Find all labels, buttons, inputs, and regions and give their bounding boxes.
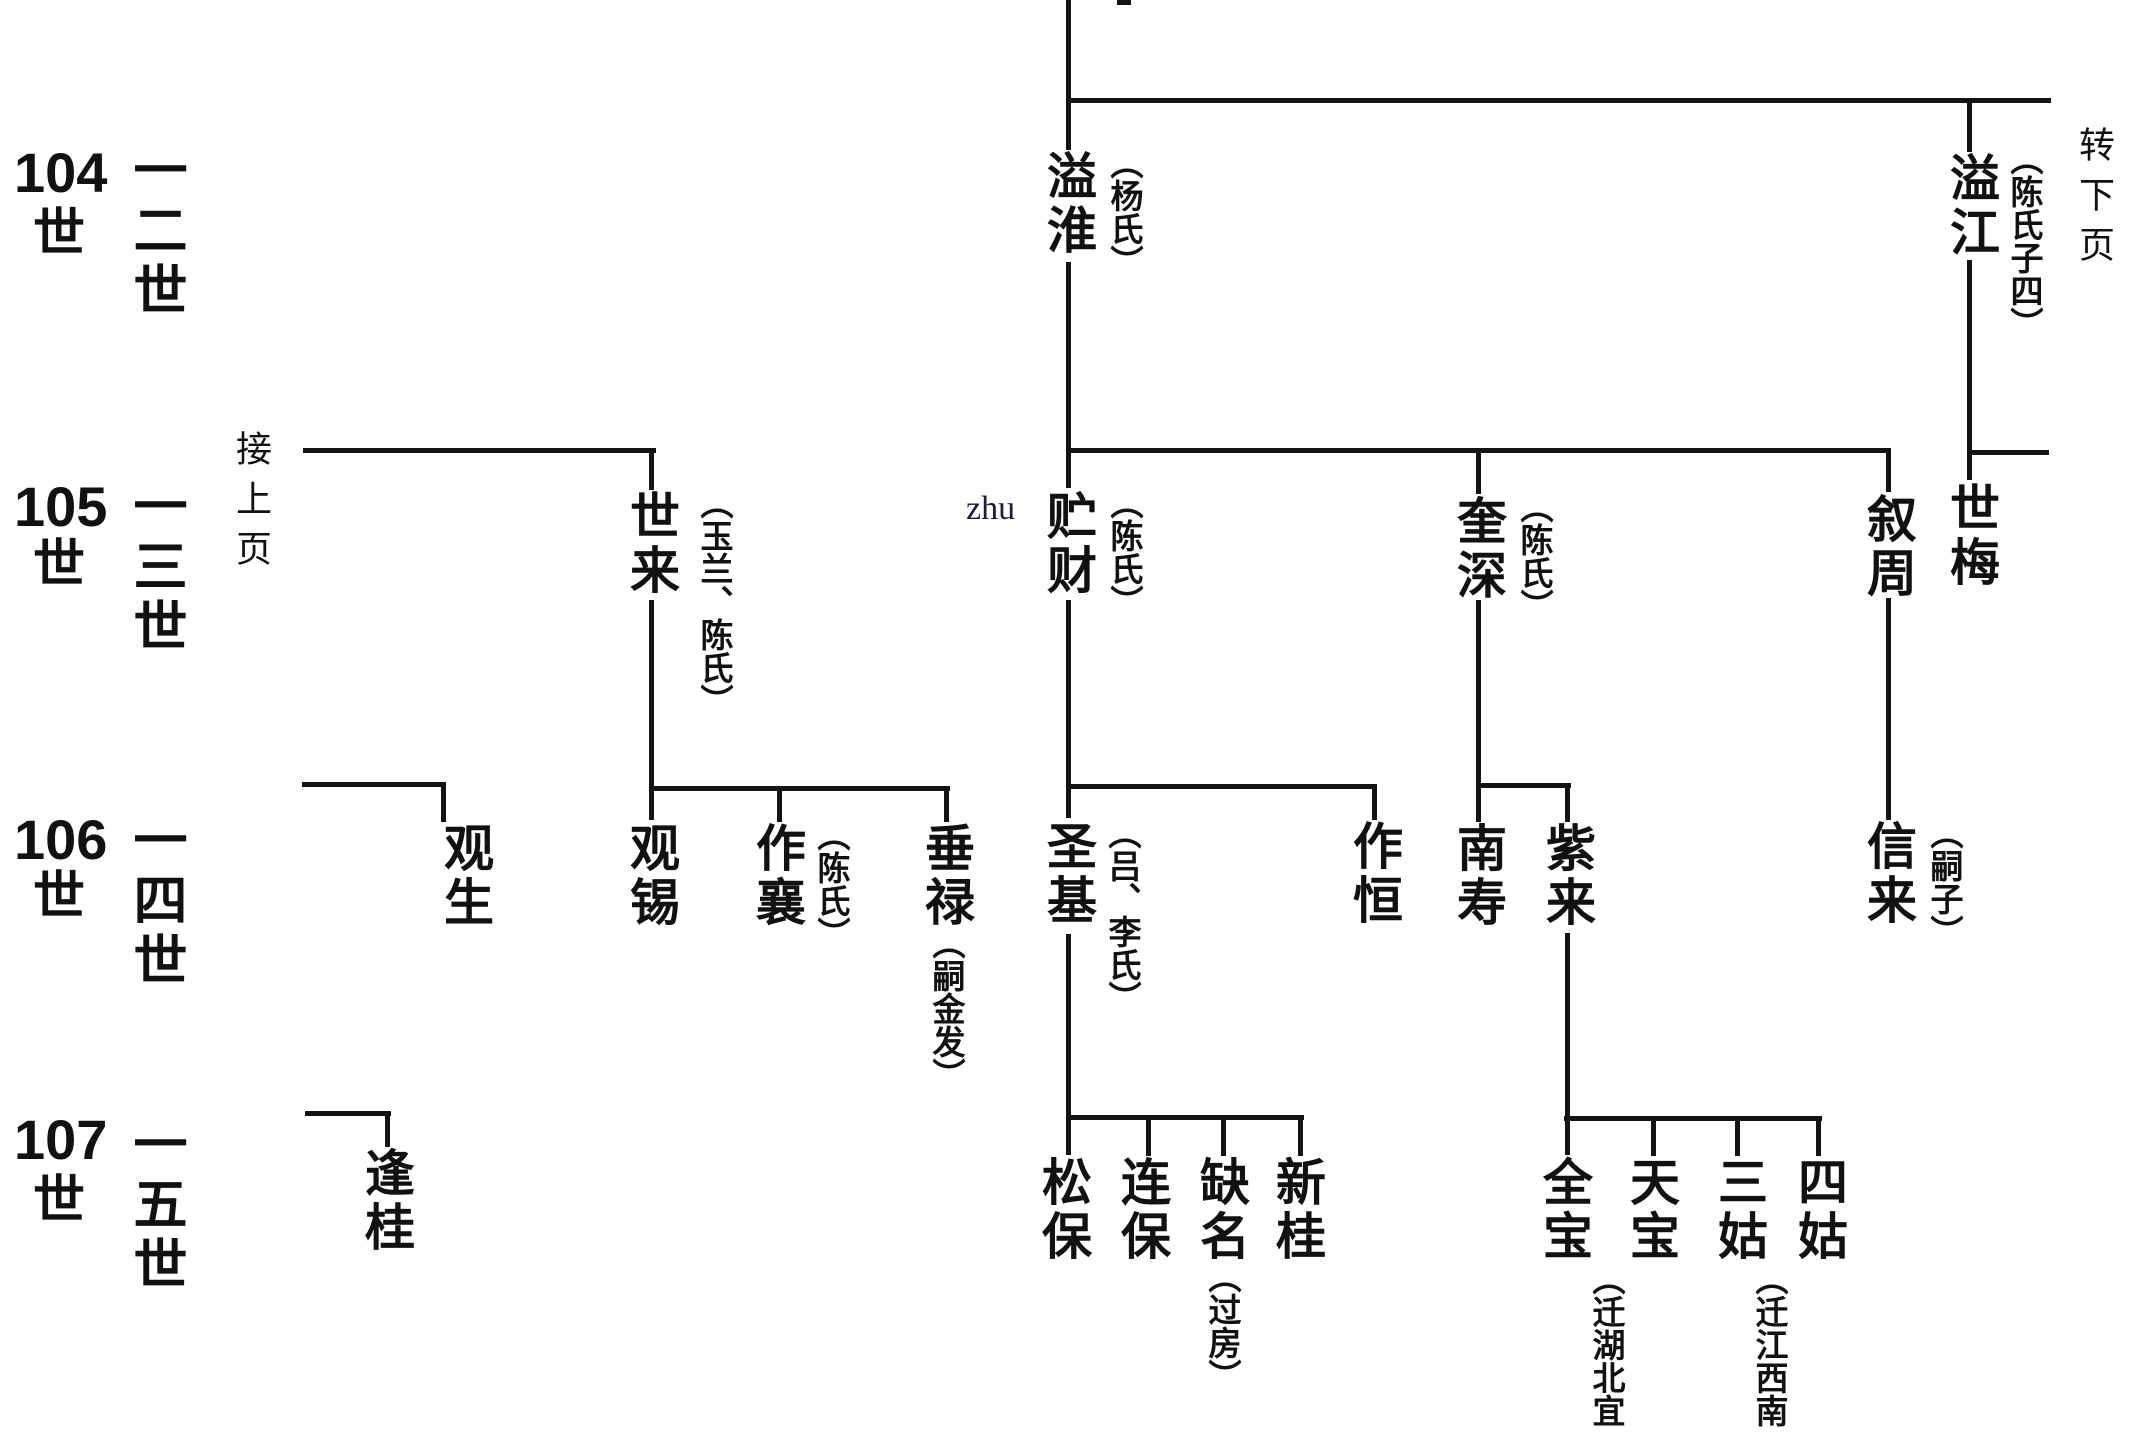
pinyin-annotation-zhu: zhu [966, 490, 1016, 527]
connector-line-kuishen-children [1476, 783, 1571, 788]
generation-number-104: 104 [14, 141, 108, 204]
name-tianbao: 天宝 [1623, 1156, 1679, 1264]
connector-line-zilai-stub [1565, 783, 1570, 822]
name-sangu: 三姑 [1711, 1156, 1767, 1264]
connector-line-fenggui [305, 1111, 391, 1116]
connector-line-yijiang-above [1967, 98, 1972, 152]
connector-line-sigu-stub [1816, 1116, 1821, 1156]
connector-line-xingui-stub [1298, 1115, 1303, 1156]
connector-line-zuoheng-stub [1372, 784, 1377, 820]
connector-line-kuishen-below [1476, 600, 1481, 822]
name-yijiang: 溢江 [1943, 152, 1999, 260]
note-shengji: （吕、李氏） [1103, 816, 1139, 1014]
connector-line-guansheng [302, 782, 446, 787]
generation-shi-107: 世 [33, 1173, 86, 1230]
note-zhucai: （陈氏） [1105, 486, 1141, 618]
name-zuoheng: 作恒 [1346, 820, 1402, 928]
note-shilai: （玉兰、陈氏） [695, 486, 731, 717]
connector-line-zilai-below [1565, 933, 1570, 1155]
name-quanbao: 全宝 [1536, 1156, 1592, 1264]
generation-shi-104: 世 [33, 206, 86, 263]
name-shilai: 世来 [623, 490, 679, 598]
name-xinlai: 信来 [1860, 820, 1916, 928]
name-yihuai: 溢淮 [1040, 150, 1096, 258]
connector-line-zuoxiang-stub [777, 786, 782, 822]
generation-shi-106: 世 [33, 869, 86, 926]
name-xingui: 新桂 [1269, 1156, 1325, 1264]
connector-line-shengji-below [1066, 934, 1071, 1155]
connector-line-zilai-children [1564, 1116, 1822, 1121]
connector-line-xuzhou-below [1886, 598, 1891, 820]
name-zuoxiang: 作襄 [749, 822, 805, 930]
connector-line-zhucai-children [1066, 784, 1377, 789]
connector-line-kuishen-above [1476, 448, 1481, 494]
name-zhucai: 贮财 [1040, 490, 1096, 598]
connector-line-shilai-children [649, 786, 950, 791]
label-continued-from-previous-page: 接上页 [231, 430, 271, 580]
generation-number-107: 107 [14, 1108, 108, 1171]
generation-branch-13: 一三世 [125, 478, 185, 658]
note-quename: （过房） [1203, 1260, 1239, 1392]
note-xinlai: （嗣子） [1925, 816, 1961, 948]
connector-line-yihuai-below [1066, 262, 1071, 488]
connector-line-yihuai-above [1066, 0, 1071, 150]
note-yihuai: （杨氏） [1105, 146, 1141, 278]
connector-line-fenggui-stub [385, 1111, 390, 1147]
name-nanshou: 南寿 [1450, 822, 1506, 930]
connector-line-shengji-children [1066, 1115, 1304, 1120]
connector-line-shimei-nextpage [1969, 450, 2049, 455]
connector-line-chuilu-stub [944, 786, 949, 822]
generation-number-106: 106 [14, 808, 108, 871]
connector-line-sangu-stub [1735, 1116, 1740, 1156]
name-lianbao: 连保 [1114, 1156, 1170, 1264]
connector-line-lianbao-stub [1146, 1115, 1151, 1156]
note-kuishen: （陈氏） [1515, 490, 1551, 622]
connector-line-shilai-below [649, 600, 654, 820]
note-yijiang: （陈氏子四） [2005, 142, 2041, 340]
name-shengji: 圣基 [1040, 820, 1096, 928]
connector-line-yijiang-below [1967, 260, 1972, 480]
generation-branch-14: 一四世 [125, 812, 185, 992]
connector-line-prevpage-shilai [303, 448, 656, 453]
connector-line-xuzhou-above [1886, 448, 1891, 492]
label-continues-on-next-page: 转下页 [2074, 126, 2114, 276]
note-chuilu: （嗣金发） [927, 926, 963, 1091]
name-zilai: 紫来 [1539, 822, 1595, 930]
connector-line-quename-stub [1221, 1115, 1226, 1156]
connector-line-gen104-top [1066, 98, 2051, 103]
note-quanbao: （迁湖北宜 [1587, 1262, 1623, 1427]
name-guanxi: 观锡 [623, 822, 679, 930]
name-fenggui: 逢桂 [358, 1147, 414, 1255]
note-sigu: （迁江西南 [1750, 1262, 1786, 1427]
name-shimei: 世梅 [1943, 482, 1999, 590]
cropped-glyph-fragment [1117, 0, 1131, 5]
name-kuishen: 奎深 [1450, 495, 1506, 603]
connector-line-tianbao-stub [1651, 1116, 1656, 1156]
generation-shi-105: 世 [33, 537, 86, 594]
generation-branch-12: 一二世 [125, 142, 185, 322]
name-quename: 缺名 [1193, 1156, 1249, 1264]
name-sigu: 四姑 [1791, 1156, 1847, 1264]
generation-branch-15: 一五世 [125, 1116, 185, 1296]
name-guansheng: 观生 [437, 822, 493, 930]
connector-line-zhucai-below [1066, 600, 1071, 818]
connector-line-guansheng-stub [441, 782, 446, 822]
generation-number-105: 105 [14, 475, 108, 538]
connector-line-shilai-above [649, 448, 654, 490]
name-xuzhou: 叙周 [1860, 493, 1916, 601]
name-chuilu: 垂禄 [918, 822, 974, 930]
name-songbao: 松保 [1035, 1156, 1091, 1264]
note-zuoxiang: （陈氏） [812, 818, 848, 950]
